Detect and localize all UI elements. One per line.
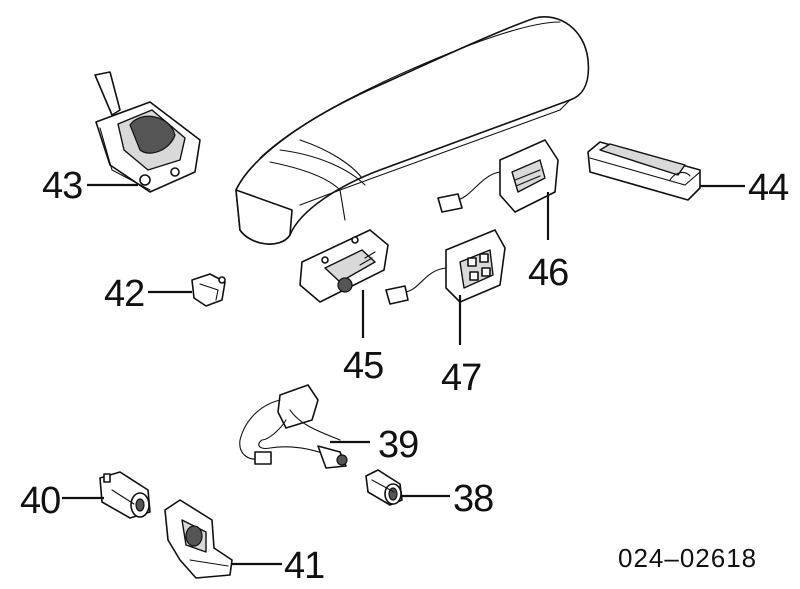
callout-46: 46	[528, 252, 568, 294]
part-41-bracket	[164, 499, 233, 579]
part-47-switch-harness	[385, 229, 506, 305]
armrest-console-lid	[235, 16, 590, 245]
part-44-storage-tray	[587, 141, 701, 201]
callout-38: 38	[453, 478, 493, 520]
callout-41: 41	[284, 545, 324, 587]
part-45-switch-panel	[299, 229, 389, 303]
part-38-socket-insert	[365, 469, 403, 506]
part-43-shift-boot	[94, 71, 201, 193]
reference-code: 024–02618	[618, 543, 757, 573]
part-42-clip	[191, 273, 226, 307]
part-39-wiring-harness	[239, 384, 348, 469]
callout-44: 44	[748, 167, 789, 209]
callout-39: 39	[378, 424, 418, 466]
callout-40: 40	[20, 480, 60, 522]
callout-42: 42	[104, 273, 144, 315]
callout-45: 45	[343, 345, 383, 387]
callout-43: 43	[42, 165, 82, 207]
part-46-switch-harness	[437, 139, 559, 213]
callout-47: 47	[441, 357, 481, 399]
part-40-lighter-socket	[99, 471, 151, 519]
